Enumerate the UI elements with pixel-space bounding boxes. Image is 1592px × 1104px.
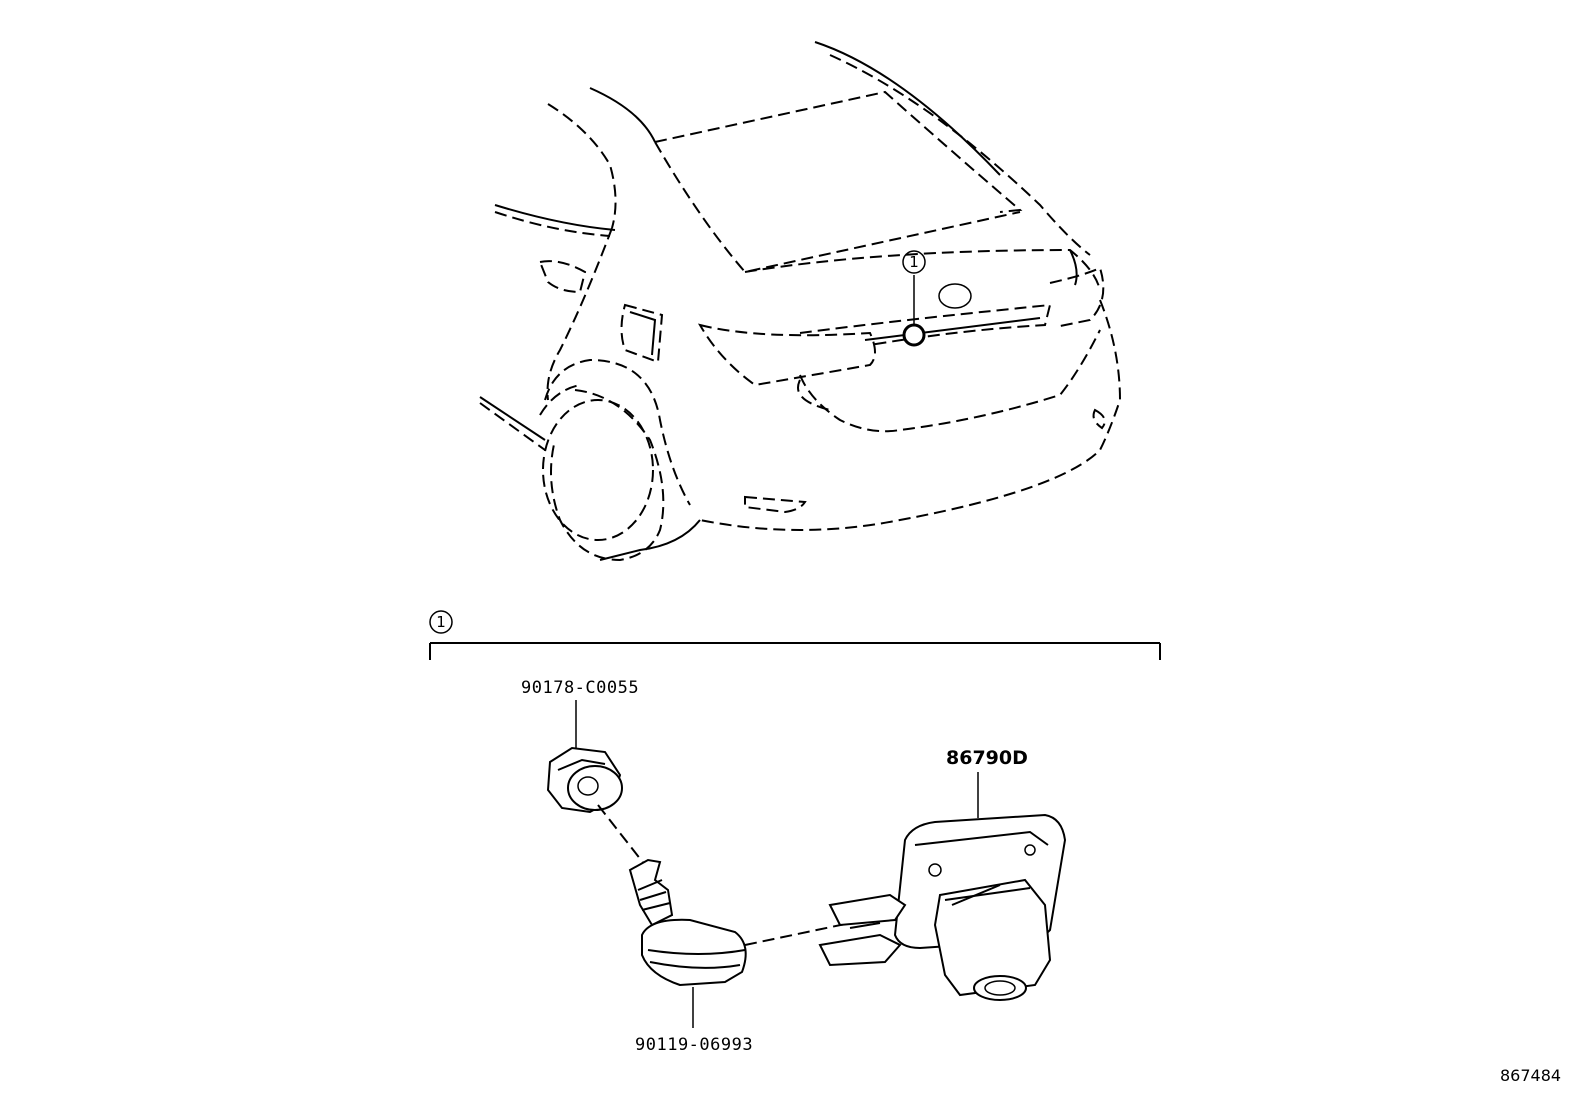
grommet-part: 90119-06993 <box>628 858 753 1055</box>
part-number-grommet: 90119-06993 <box>635 1035 753 1055</box>
vehicle-rear-view: 1 <box>479 41 1122 562</box>
callout-number: 1 <box>909 253 919 271</box>
connector-line-nut <box>597 804 646 866</box>
part-number-camera: 86790D <box>946 747 1028 769</box>
camera-location-marker <box>902 323 926 347</box>
assembly-group-bracket: 1 <box>429 610 1161 660</box>
illustration-id: 867484 <box>1500 1066 1561 1085</box>
callout-circle <box>902 250 926 274</box>
nut-part: 90178-C0055 <box>521 678 639 814</box>
part-number-nut: 90178-C0055 <box>521 678 639 698</box>
connector-line-camera <box>744 921 856 946</box>
camera-part: 86790D <box>818 747 1067 1001</box>
group-marker-number: 1 <box>436 613 446 631</box>
